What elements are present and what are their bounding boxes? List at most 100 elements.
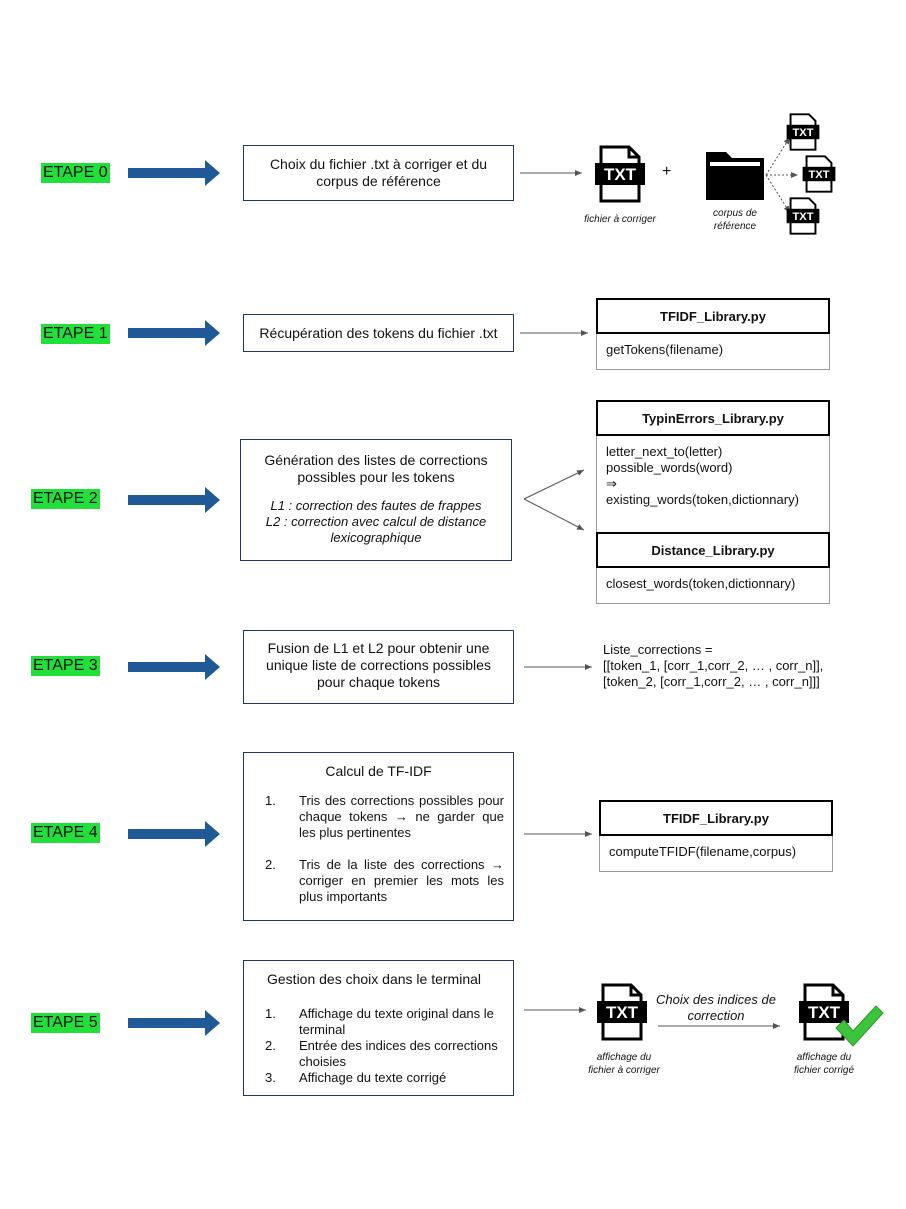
step-5-item-2: 2. Entrée des indices des corrections ch… <box>265 1038 504 1070</box>
step-0-connector <box>520 170 582 176</box>
method-letter-next-to: letter_next_to(letter) <box>606 444 723 459</box>
step-1-arrow <box>128 320 220 346</box>
svg-text:TXT: TXT <box>792 127 813 139</box>
step-4-library-card: TFIDF_Library.py computeTFIDF(filename,c… <box>599 800 833 872</box>
step-4-title: Calcul de TF-IDF <box>325 763 432 779</box>
step-1-label: ETAPE 1 <box>41 324 110 344</box>
implies-symbol: ⇒ <box>606 476 617 491</box>
step-4-item-1-num: 1. <box>265 793 276 808</box>
step-3-box-line3: pour chaque tokens <box>317 674 440 690</box>
step-5-label: ETAPE 5 <box>31 1013 100 1033</box>
step-0-label: ETAPE 0 <box>41 163 110 183</box>
checkmark-icon <box>835 1005 884 1047</box>
step-2-l1: L1 : correction des fautes de frappes <box>270 498 482 513</box>
svg-text:TXT: TXT <box>808 1003 841 1022</box>
step-3-result-line3: [token_2, [corr_1,corr_2, … , corr_n]]] <box>603 674 820 689</box>
svg-text:TXT: TXT <box>606 1003 639 1022</box>
corpus-txt-icon-3: TXT <box>786 197 820 235</box>
step-1-library-card: TFIDF_Library.py getTokens(filename) <box>596 298 830 370</box>
method-gettokens: getTokens(filename) <box>606 342 724 357</box>
step-2-library-card-distance: Distance_Library.py closest_words(token,… <box>596 532 830 604</box>
step-3-result: Liste_corrections = [[token_1, [corr_1,c… <box>603 642 823 690</box>
svg-text:TXT: TXT <box>604 165 637 184</box>
step-5-connector <box>524 1007 586 1013</box>
caption-file-to-correct: fichier à corriger <box>584 214 656 225</box>
svg-text:TXT: TXT <box>792 211 813 223</box>
step-2-box-line2: possibles pour les tokens <box>297 469 455 485</box>
choice-arrow <box>658 1023 780 1029</box>
step-2-connector-fork <box>523 469 585 531</box>
choice-arrow-label-line2: correction <box>687 1008 745 1023</box>
step-2-library-body-distance: closest_words(token,dictionnary) <box>596 568 830 604</box>
step-3-arrow <box>128 654 220 680</box>
step-3-box-line1: Fusion de L1 et L2 pour obtenir une <box>267 640 490 656</box>
step-4-arrow <box>128 821 220 847</box>
step-1-library-body: getTokens(filename) <box>596 334 830 370</box>
caption-display-corrected-line1: affichage du <box>796 1052 852 1063</box>
step-3-box: Fusion de L1 et L2 pour obtenir une uniq… <box>243 630 514 704</box>
step-4-library-body: computeTFIDF(filename,corpus) <box>599 836 833 872</box>
folder-icon <box>706 152 764 200</box>
step-5-item-1-num: 1. <box>265 1006 276 1021</box>
step-1-connector <box>520 330 588 336</box>
txt-file-icon: TXT <box>595 145 645 203</box>
step-5-box: Gestion des choix dans le terminal 1. Af… <box>243 960 514 1096</box>
step-2-library-title-typing: TypinErrors_Library.py <box>596 400 830 436</box>
step-2-arrow <box>128 487 220 513</box>
step-2-box-line1: Génération des listes de corrections <box>264 452 488 468</box>
step-5-item-2-text: Entrée des indices des corrections chois… <box>299 1038 498 1069</box>
step-5-item-3-text: Affichage du texte corrigé <box>299 1070 447 1085</box>
step-3-label: ETAPE 3 <box>31 656 100 676</box>
step-2-library-title-distance: Distance_Library.py <box>596 532 830 568</box>
step-4-item-2-text: Tris de la liste des corrections → corri… <box>299 857 504 904</box>
step-4-item-1: 1. Tris des corrections possibles pour c… <box>265 793 504 841</box>
step-2-box: Génération des listes de corrections pos… <box>240 439 512 561</box>
step-4-item-1-text: Tris des corrections possibles pour chaq… <box>299 793 504 840</box>
method-possible-words: possible_words(word) <box>606 460 733 475</box>
step-0-box-line2: corpus de référence <box>316 173 441 189</box>
corpus-txt-icon-1: TXT <box>786 113 820 151</box>
caption-display-original: affichage du fichier à corriger <box>575 1051 673 1077</box>
caption-corpus: corpus de référence <box>695 207 775 233</box>
svg-text:TXT: TXT <box>808 169 829 181</box>
step-5-arrow <box>128 1010 220 1036</box>
step-5-item-1-text: Affichage du texte original dans le term… <box>299 1006 494 1037</box>
method-closest-words: closest_words(token,dictionnary) <box>606 576 796 591</box>
plus-sign: + <box>662 163 672 180</box>
method-compute-tfidf: computeTFIDF(filename,corpus) <box>609 844 797 859</box>
txt-file-icon-corrected: TXT <box>799 983 849 1041</box>
caption-corpus-line1: corpus de <box>713 208 757 219</box>
step-4-connector <box>524 831 592 837</box>
choice-arrow-label: Choix des indices de correction <box>652 992 780 1024</box>
caption-corpus-line2: référence <box>713 221 757 232</box>
step-5-title: Gestion des choix dans le terminal <box>267 971 481 987</box>
step-3-result-line2: [[token_1, [corr_1,corr_2, … , corr_n]], <box>603 658 824 673</box>
step-4-library-title: TFIDF_Library.py <box>599 800 833 836</box>
step-2-l2: L2 : correction avec calcul de distance <box>265 514 487 529</box>
step-4-item-2: 2. Tris de la liste des corrections → co… <box>265 857 504 905</box>
method-existing-words: existing_words(token,dictionnary) <box>606 492 799 507</box>
step-5-item-3: 3. Affichage du texte corrigé <box>265 1070 504 1086</box>
step-3-connector <box>524 664 592 670</box>
step-0-box-line1: Choix du fichier .txt à corriger et du <box>269 156 488 172</box>
step-2-l2-cont: lexicographique <box>330 530 422 545</box>
step-4-item-2-num: 2. <box>265 857 276 872</box>
step-2-label: ETAPE 2 <box>31 489 100 509</box>
step-3-result-line1: Liste_corrections = <box>603 642 713 657</box>
caption-display-original-line2: fichier à corriger <box>588 1065 660 1076</box>
txt-file-icon-original: TXT <box>597 983 647 1041</box>
step-3-box-line2: unique liste de corrections possibles <box>266 657 491 673</box>
step-5-item-2-num: 2. <box>265 1038 276 1053</box>
step-0-box: Choix du fichier .txt à corriger et du c… <box>243 145 514 201</box>
step-2-library-card-typing: TypinErrors_Library.py letter_next_to(le… <box>596 400 830 534</box>
step-5-item-3-num: 3. <box>265 1070 276 1085</box>
step-1-library-title: TFIDF_Library.py <box>596 298 830 334</box>
caption-display-corrected-line2: fichier corrigé <box>793 1065 855 1076</box>
step-1-box: Récupération des tokens du fichier .txt <box>243 314 514 352</box>
step-4-box: Calcul de TF-IDF 1. Tris des corrections… <box>243 752 514 921</box>
step-4-label: ETAPE 4 <box>31 823 100 843</box>
step-0-arrow <box>128 160 220 186</box>
caption-display-original-line1: affichage du <box>596 1052 652 1063</box>
step-2-library-body-typing: letter_next_to(letter) possible_words(wo… <box>596 436 830 534</box>
caption-display-corrected: affichage du fichier corrigé <box>778 1051 870 1077</box>
